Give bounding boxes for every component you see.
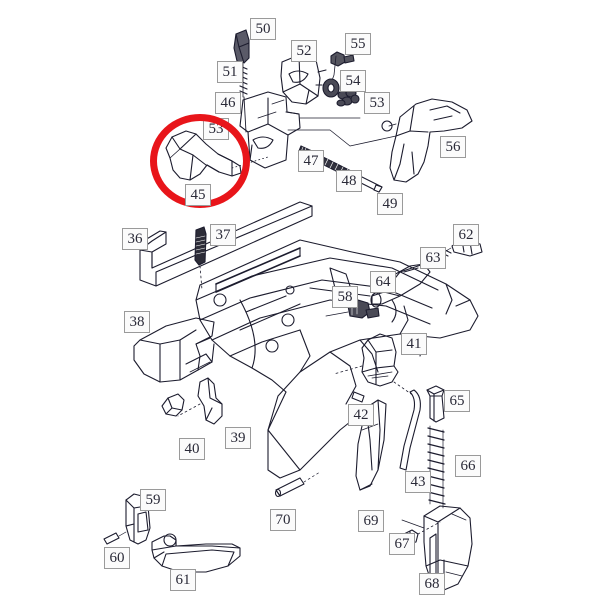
part-37-shape [194,226,207,266]
part-41-shape [361,333,399,387]
part-51-shape [239,63,248,98]
part-label-37: 37 [210,224,236,246]
part-70-shape [274,477,305,498]
part-label-66: 66 [455,455,481,477]
part-43-shape [399,389,421,471]
leader-51 [243,96,247,133]
part-54-shape [315,78,340,98]
part-label-46: 46 [215,92,241,114]
part-label-42: 42 [348,404,374,426]
part-label-39: 39 [225,427,251,449]
part-42-shape [351,391,365,403]
part-66-shape [427,425,446,509]
part-65-shape [426,385,445,423]
part-label-36: 36 [122,228,148,250]
part-label-67: 67 [389,533,415,555]
leader-37 [199,265,203,291]
leader-58 [325,311,349,317]
part-label-49: 49 [377,193,403,215]
part-label-45: 45 [185,184,211,206]
part-40-shape [161,393,185,417]
part-label-63: 63 [420,247,446,269]
part-label-55: 55 [345,33,371,55]
part-38-shape [133,317,215,383]
part-label-59: 59 [140,489,166,511]
leader-39 [177,403,201,417]
part-label-40: 40 [179,438,205,460]
part-label-58: 58 [332,286,358,308]
part-label-61: 61 [170,569,196,591]
part-label-54: 54 [340,70,366,92]
part-label-69: 69 [358,510,384,532]
part-label-65: 65 [444,390,470,412]
part-60-shape [103,532,120,545]
part-label-48: 48 [336,170,362,192]
part-39-shape [197,377,223,425]
part-label-53: 53 [364,92,390,114]
leader-56 [287,129,397,147]
part-56-shape [381,98,473,183]
part-61-shape [151,533,241,573]
part-36-shape [139,201,313,287]
part-55-shape [330,51,355,67]
part-label-50: 50 [250,18,276,40]
part-label-52: 52 [291,40,317,62]
part-label-64: 64 [370,271,396,293]
part-52-shape [280,54,327,105]
part-50-shape [233,29,250,64]
part-label-43: 43 [405,471,431,493]
part-label-47: 47 [298,150,324,172]
part-label-62: 62 [453,224,479,246]
part-main-frame-shape [195,239,479,479]
part-46-shape [239,91,301,169]
part-label-60: 60 [104,547,130,569]
part-label-56: 56 [440,136,466,158]
part-label-41: 41 [401,333,427,355]
part-label-51: 51 [217,61,243,83]
part-label-68: 68 [419,573,445,595]
part-label-38: 38 [124,311,150,333]
part-label-70: 70 [270,509,296,531]
